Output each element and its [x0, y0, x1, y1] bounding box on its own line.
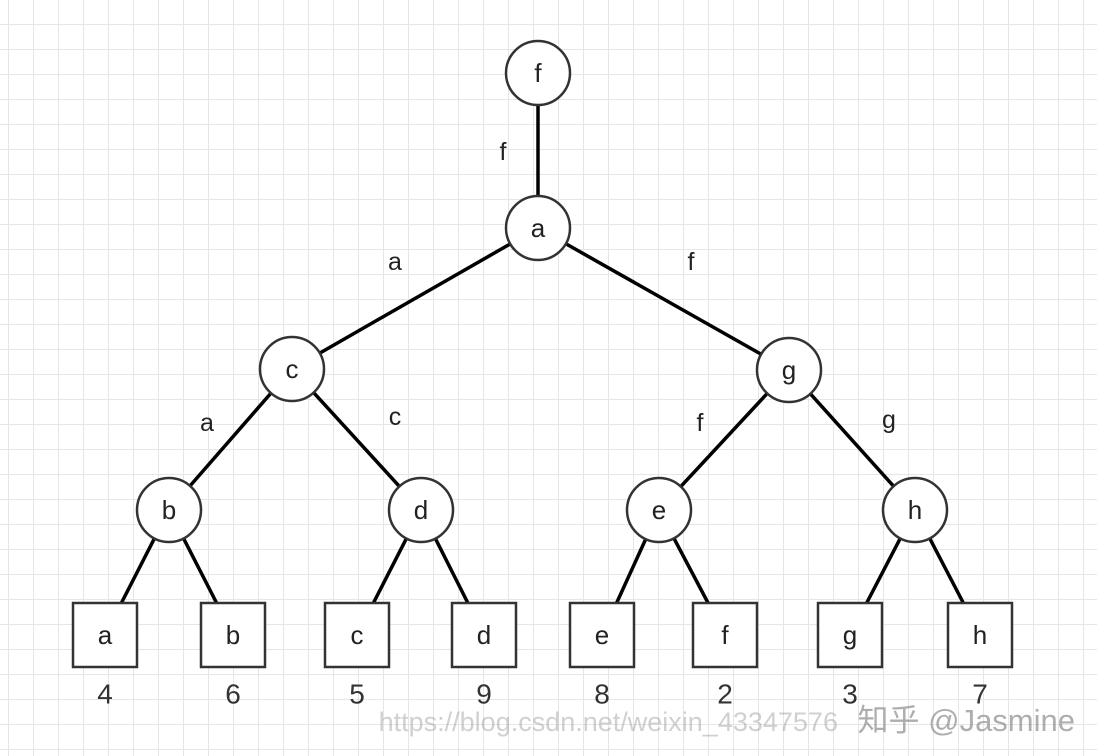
leaf-label: h: [973, 620, 987, 650]
edge-label: g: [882, 406, 896, 434]
edge-label: a: [200, 409, 214, 437]
leaf-label: g: [843, 620, 857, 650]
tree-node-n-g: [755, 336, 823, 404]
tree-node-root: [504, 39, 572, 107]
leaf-value: 2: [717, 679, 733, 710]
edge-label: a: [388, 248, 402, 276]
edge-n-e-leaf-f: [672, 536, 710, 605]
tree-node-n-c: [258, 335, 326, 403]
nodes-layer: f a c g b d e h a b c d e f g h: [71, 39, 1014, 669]
edge-n-c-n-b: [188, 391, 273, 488]
edge-n-h-leaf-h: [928, 536, 966, 605]
leaf-value: 9: [476, 679, 492, 710]
node-label: d: [414, 495, 428, 525]
edge-n-e-leaf-e: [614, 537, 648, 605]
leaf-box-leaf-e: [568, 601, 636, 669]
edge-n-d-leaf-c: [371, 536, 409, 605]
edge-label: f: [500, 138, 507, 166]
edge-n-h-leaf-g: [864, 536, 902, 605]
edge-labels-layer: f a f a c f g: [200, 138, 896, 437]
leaf-box-leaf-d: [450, 601, 518, 669]
leaf-label: d: [477, 620, 491, 650]
leaf-value: 4: [97, 679, 113, 710]
leaf-box-leaf-h: [946, 601, 1014, 669]
edge-n-g-n-h: [808, 392, 896, 488]
tree-node-n-b: [135, 476, 203, 544]
node-label: h: [908, 495, 922, 525]
edge-label: f: [697, 409, 704, 437]
leaf-value: 6: [225, 679, 241, 710]
watermark: https://blog.csdn.net/weixin_43347576 知乎…: [379, 695, 1075, 740]
tree-node-n-d: [387, 476, 455, 544]
tree-node-n-e: [625, 476, 693, 544]
node-label: b: [162, 495, 176, 525]
leaf-label: a: [98, 620, 113, 650]
leaf-values-layer: 4 6 5 9 8 2 3 7: [97, 679, 988, 710]
node-label: a: [531, 213, 546, 243]
watermark-url: https://blog.csdn.net/weixin_43347576: [378, 707, 838, 737]
leaf-label: e: [595, 620, 609, 650]
leaf-value: 8: [594, 679, 610, 710]
node-label: f: [534, 58, 542, 88]
edge-label: c: [389, 403, 402, 431]
node-label: c: [286, 354, 299, 384]
leaf-value: 3: [842, 679, 858, 710]
edge-n-d-leaf-d: [433, 536, 470, 605]
leaf-label: f: [721, 620, 729, 650]
tree-node-n-h: [881, 476, 949, 544]
tree-node-n-a: [504, 194, 572, 262]
leaf-label: b: [226, 620, 240, 650]
leaf-box-leaf-a: [71, 601, 139, 669]
leaf-box-leaf-f: [691, 601, 759, 669]
leaf-box-leaf-b: [199, 601, 267, 669]
node-label: e: [652, 495, 666, 525]
leaf-value: 7: [972, 679, 988, 710]
leaf-box-leaf-g: [816, 601, 884, 669]
edge-label: f: [688, 248, 695, 276]
edge-n-a-n-c: [318, 242, 512, 355]
watermark-brand: 知乎 @Jasmine: [857, 703, 1075, 738]
leaf-label: c: [351, 620, 364, 650]
edge-n-a-n-g: [564, 242, 763, 356]
edge-n-b-leaf-b: [181, 536, 219, 605]
edges-layer: [119, 103, 966, 605]
node-label: g: [782, 355, 796, 385]
leaf-value: 5: [349, 679, 365, 710]
edge-n-b-leaf-a: [119, 536, 157, 605]
leaf-box-leaf-c: [323, 601, 391, 669]
edge-n-c-n-d: [311, 390, 402, 489]
edge-n-g-n-e: [679, 391, 769, 489]
